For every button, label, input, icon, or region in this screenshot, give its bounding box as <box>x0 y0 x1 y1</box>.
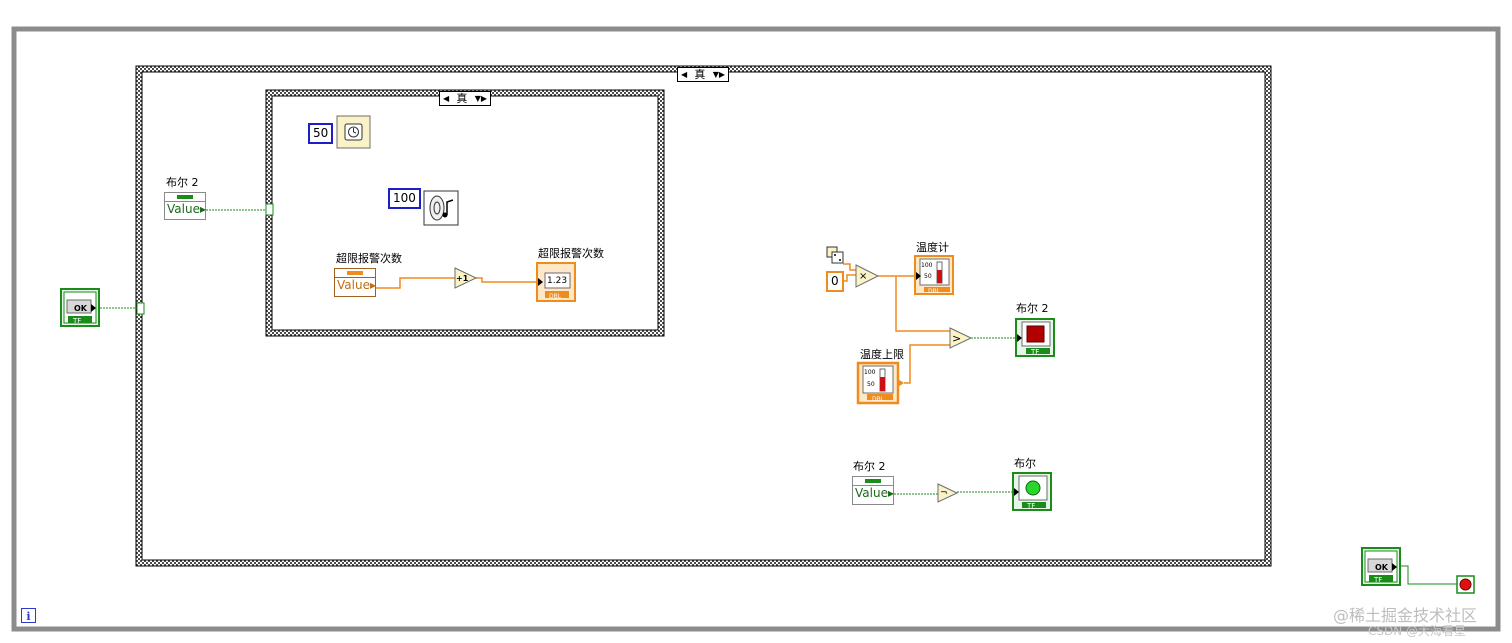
alarm-property-label: 超限报警次数 <box>336 252 402 265</box>
case-dropdown-icon[interactable]: ▼▶ <box>474 94 487 103</box>
gauge-mid-thermo: 50 <box>924 273 932 280</box>
wait-ms-constant[interactable]: 50 <box>308 123 334 144</box>
inner-selector-tunnel[interactable] <box>265 203 274 216</box>
gauge-top-limit: 100 <box>864 369 876 376</box>
bool2-property-bottom-label: 布尔 2 <box>853 460 886 473</box>
ok-button-terminal-right[interactable] <box>1361 547 1401 586</box>
ok-text-left: OK <box>74 304 87 313</box>
alarm-indicator-label: 超限报警次数 <box>538 247 604 260</box>
ok-button-terminal-left[interactable] <box>60 288 100 327</box>
ok-text-right: OK <box>1375 563 1388 572</box>
watermark-juejin: @稀土掘金技术社区 <box>1333 606 1478 625</box>
thermometer-indicator <box>914 255 954 295</box>
prev-case-icon[interactable]: ◀ <box>681 70 688 79</box>
not-operator[interactable] <box>937 483 959 503</box>
iteration-info-icon[interactable]: i <box>21 608 36 623</box>
beep-duration-constant[interactable]: 100 <box>388 188 421 209</box>
bool2-led-indicator <box>1015 318 1055 357</box>
outer-case-selector[interactable]: ◀ 真 ▼▶ <box>677 67 729 82</box>
bool2-property-node-bottom[interactable]: Value▸ <box>852 476 894 505</box>
temperature-limit-control[interactable] <box>856 361 904 405</box>
property-node-header <box>165 193 205 202</box>
bool-led-label: 布尔 <box>1014 457 1036 470</box>
gauge-mid-limit: 50 <box>867 381 875 388</box>
while-loop-frame <box>11 26 1501 632</box>
temp-limit-label: 温度上限 <box>860 348 904 361</box>
increment-operator[interactable] <box>454 267 478 289</box>
dbl-text-thermo: DBL <box>928 288 941 295</box>
bool2-led-label: 布尔 2 <box>1016 302 1049 315</box>
bool2-property-label: 布尔 2 <box>166 176 199 189</box>
property-value-label: Value▸ <box>167 202 206 216</box>
greater-glyph: > <box>952 332 962 345</box>
case-selector-tunnel[interactable] <box>136 302 145 315</box>
alarm-count-property-node[interactable]: Value▸ <box>334 268 376 297</box>
dbl-text-alarm: DBL <box>549 293 562 300</box>
beep-icon[interactable] <box>423 190 459 226</box>
property-value-label: Value▸ <box>855 486 894 500</box>
thermometer-label: 温度计 <box>916 241 949 254</box>
watermark-csdn: CSDN @大海看星 <box>1368 624 1467 638</box>
property-value-label: Value▸ <box>337 278 376 292</box>
wait-ms-icon[interactable] <box>336 115 371 149</box>
case-dropdown-icon[interactable]: ▼▶ <box>712 70 725 79</box>
property-node-header <box>853 477 893 486</box>
greater-operator[interactable] <box>949 327 973 349</box>
prev-case-icon[interactable]: ◀ <box>443 94 450 103</box>
alarm-count-indicator <box>536 262 576 302</box>
tf-text-left: TF <box>73 317 82 325</box>
tf-text-right: TF <box>1374 576 1383 584</box>
bool2-property-node[interactable]: Value▸ <box>164 192 206 220</box>
inner-case-selector[interactable]: ◀ 真 ▼▶ <box>439 91 491 106</box>
multiply-operator[interactable] <box>855 264 880 288</box>
zero-constant[interactable]: 0 <box>826 271 844 292</box>
tf-text-bool: TF <box>1027 502 1036 510</box>
property-node-header <box>335 269 375 278</box>
multiply-glyph: × <box>859 271 868 282</box>
not-glyph: ¬ <box>940 488 948 498</box>
bool-led-indicator <box>1012 472 1052 511</box>
loop-condition-stop-icon[interactable] <box>1456 575 1475 594</box>
gauge-top-thermo: 100 <box>921 262 933 269</box>
random-number-icon[interactable] <box>826 246 844 264</box>
dbl-text-limit: DBL <box>872 396 885 403</box>
increment-glyph: +1 <box>456 274 469 283</box>
numeric-display-text: 1.23 <box>547 276 568 286</box>
tf-text-bool2: TF <box>1031 348 1040 356</box>
